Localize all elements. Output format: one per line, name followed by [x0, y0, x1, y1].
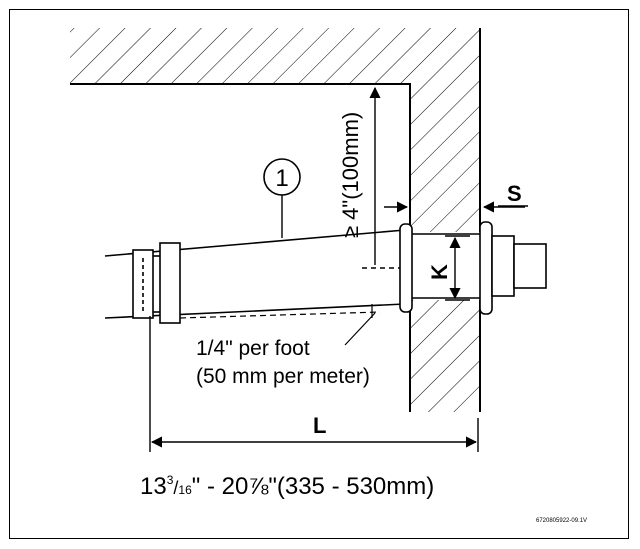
- callout-1: 1: [263, 158, 301, 238]
- vent-pipe: [104, 221, 547, 324]
- clearance-dimension: [362, 86, 400, 269]
- length-dimension: [149, 316, 479, 452]
- length-range-label: 133/16" - 20⅞"(335 - 530mm): [140, 473, 434, 500]
- diameter-dimension: [445, 235, 470, 301]
- slope-reference: [179, 304, 381, 346]
- diameter-label: K: [427, 264, 452, 280]
- callout-number: 1: [275, 165, 288, 192]
- slope-label-line1: 1/4" per foot: [196, 337, 310, 360]
- figure-code: 6720805922-09.1V: [536, 518, 587, 524]
- thickness-label: S: [507, 181, 522, 206]
- length-label: L: [313, 413, 326, 438]
- clearance-label: ≥ 4"(100mm): [338, 112, 363, 238]
- slope-label-line2: (50 mm per meter): [196, 365, 370, 388]
